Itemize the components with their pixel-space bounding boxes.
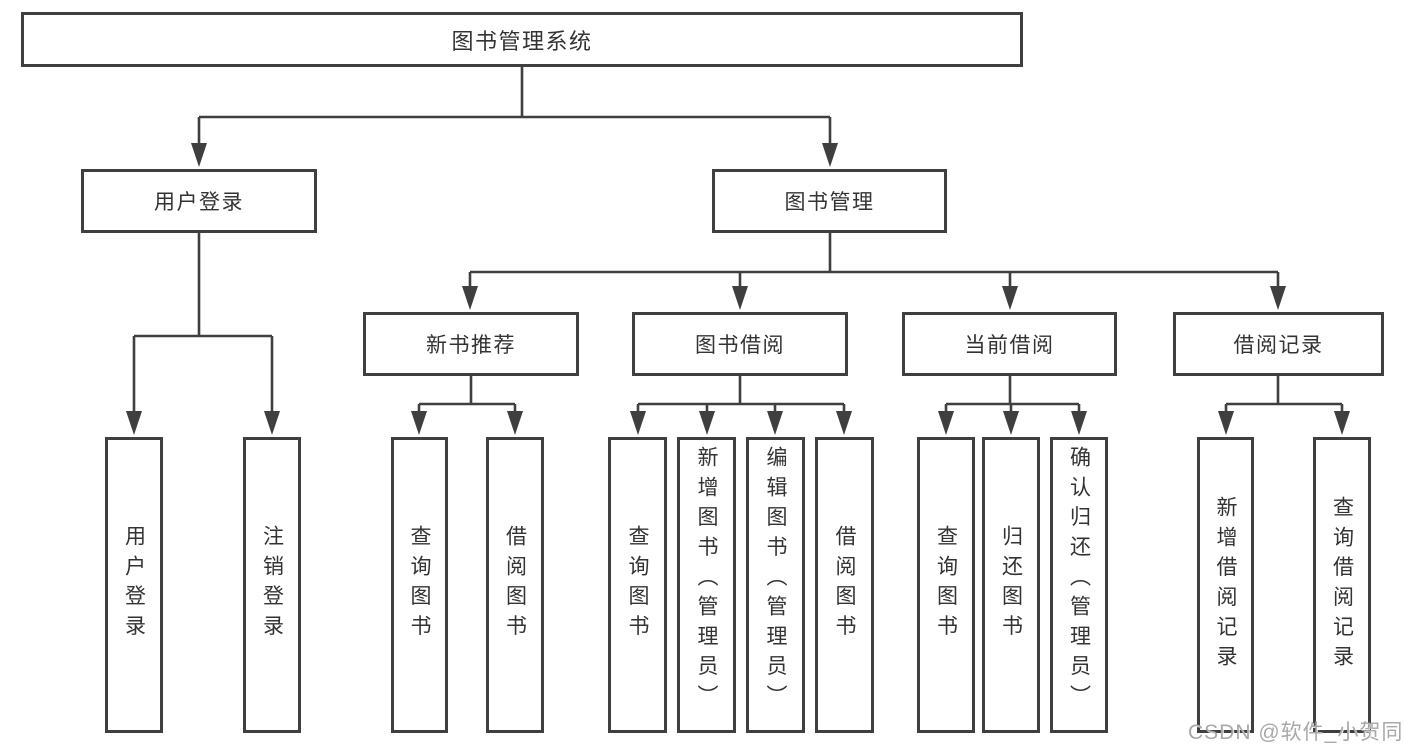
node-leaf-query-books-rec: 查询图书	[391, 437, 448, 733]
node-leaf-return-books: 归还图书	[982, 437, 1040, 733]
node-leaf-query-books-borrow: 查询图书	[608, 437, 667, 733]
node-book-borrow: 图书借阅	[632, 312, 848, 376]
node-leaf-logout: 注销登录	[243, 437, 301, 733]
node-leaf-query-borrow-record: 查询借阅记录	[1313, 437, 1371, 733]
node-leaf-borrow-books-rec: 借阅图书	[486, 437, 544, 733]
node-book-management: 图书管理	[712, 169, 947, 233]
node-leaf-add-borrow-record: 新增借阅记录	[1197, 437, 1254, 733]
node-leaf-borrow-books: 借阅图书	[815, 437, 874, 733]
node-borrow-record: 借阅记录	[1173, 312, 1384, 376]
node-library-system: 图书管理系统	[21, 12, 1023, 67]
node-user-login: 用户登录	[81, 169, 317, 233]
arrowhead-icons	[126, 143, 1350, 435]
node-leaf-query-books-current: 查询图书	[917, 437, 975, 733]
node-current-borrow: 当前借阅	[902, 312, 1117, 376]
node-leaf-confirm-return-admin: 确认归还（管理员）	[1050, 437, 1108, 733]
node-leaf-user-login: 用户登录	[105, 437, 163, 733]
node-leaf-add-books-admin: 新增图书（管理员）	[677, 437, 736, 733]
node-leaf-edit-books-admin: 编辑图书（管理员）	[746, 437, 805, 733]
node-new-book-recommend: 新书推荐	[363, 312, 579, 376]
csdn-watermark: CSDN @软件_小贺同学	[1188, 721, 1404, 744]
